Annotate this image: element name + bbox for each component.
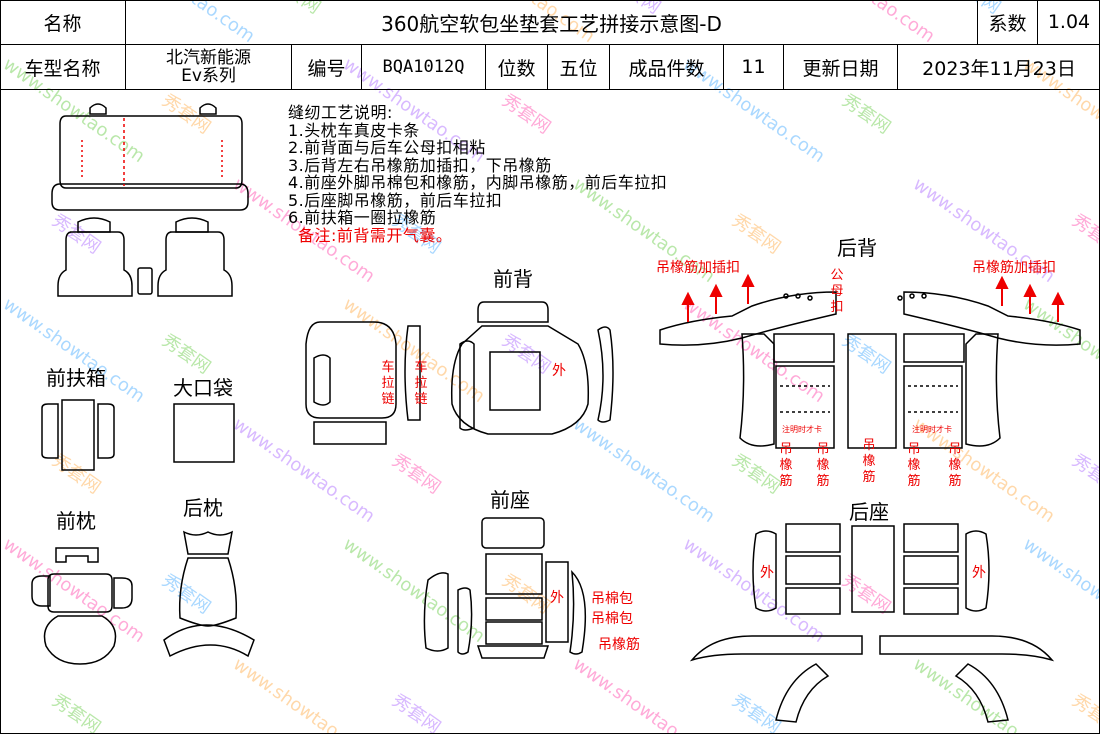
date-value: 2023年11月23日	[898, 45, 1100, 90]
annot-hang-rubber-2: 吊橡筋	[816, 442, 830, 489]
annot-hang-buckle-right: 吊橡筋加插扣	[972, 260, 1056, 276]
notes-title: 缝纫工艺说明:	[288, 103, 393, 122]
label-rear-seat: 后座	[849, 500, 889, 524]
annot-cotton-pack-1: 吊棉包	[591, 591, 633, 607]
front-seat-pieces	[423, 517, 587, 659]
annot-male-female-buckle: 公母扣	[830, 268, 844, 315]
front-back-pieces	[305, 301, 614, 445]
label-front-armrest: 前扶箱	[46, 366, 106, 390]
label-big-pocket: 大口袋	[173, 376, 233, 400]
pieces-label: 成品件数	[610, 45, 724, 90]
model-value: 北汽新能源 Ev系列	[126, 45, 292, 90]
front-pillow-pieces	[31, 547, 133, 665]
annot-outer-front-seat: 外	[550, 590, 564, 606]
model-label: 车型名称	[0, 45, 126, 90]
annot-car-zipper-1: 车拉链	[381, 360, 395, 407]
code-value: BQA1012Q	[362, 45, 486, 90]
code-label: 编号	[292, 45, 362, 90]
seats-label: 位数	[486, 45, 548, 90]
annot-outer-rear-seat-right: 外	[972, 565, 986, 581]
label-front-pillow: 前枕	[56, 509, 96, 533]
annot-cotton-pack-2: 吊棉包	[591, 611, 633, 627]
annot-outer-rear-seat-left: 外	[760, 565, 774, 581]
notes-remark: 备注:前背需开气囊。	[298, 225, 453, 245]
rear-back-pieces	[659, 291, 1081, 449]
name-label: 名称	[0, 0, 126, 45]
seats-value: 五位	[548, 45, 610, 90]
annot-hang-buckle-left: 吊橡筋加插扣	[656, 260, 740, 276]
front-armrest-pieces	[41, 399, 115, 471]
rear-seat-pieces	[689, 523, 1055, 723]
annot-hang-rubber-1: 吊橡筋	[779, 442, 793, 489]
label-front-seat: 前座	[490, 488, 530, 512]
label-rear-back: 后背	[837, 236, 877, 260]
big-pocket-piece	[173, 403, 235, 463]
annot-note-small-left: 注明时才卡	[782, 425, 822, 434]
model-value-line1: 北汽新能源	[166, 48, 251, 68]
coef-label: 系数	[978, 0, 1038, 45]
notes-item: 5.后座脚吊橡筋，前后车拉扣	[288, 190, 503, 210]
annot-hang-rubber-5: 吊橡筋	[948, 442, 962, 489]
date-label: 更新日期	[784, 45, 898, 90]
rear-seat-thumbnail	[51, 103, 249, 211]
pieces-value: 11	[724, 45, 784, 90]
header-table: 名称 360航空软包坐垫套工艺拼接示意图-D 系数 1.04 车型名称 北汽新能…	[0, 0, 1100, 90]
notes-item: 2.前背面与后车公母扣相粘	[288, 138, 486, 157]
annot-car-zipper-2: 车拉链	[414, 360, 428, 407]
model-value-line2: Ev系列	[181, 66, 236, 86]
notes-item: 4.前座外脚吊棉包和橡筋，内脚吊橡筋，前后车拉扣	[288, 173, 668, 192]
label-front-back: 前背	[493, 267, 533, 291]
annot-hang-rubber-4: 吊橡筋	[907, 442, 921, 489]
sewing-notes: 缝纫工艺说明: 1.头枕车真皮卡条 2.前背面与后车公母扣相粘 3.后背左右吊橡…	[288, 104, 667, 244]
coef-value: 1.04	[1038, 0, 1100, 45]
rear-pillow-pieces	[163, 530, 255, 658]
label-rear-pillow: 后枕	[183, 496, 223, 520]
annot-hang-rubber-3: 吊橡筋	[862, 438, 876, 485]
notes-item: 3.后背左右吊橡筋加插扣，下吊橡筋	[288, 155, 552, 175]
notes-item: 6.前扶箱一圈拉橡筋	[288, 208, 437, 227]
annot-note-small-right: 注明时才卡	[912, 425, 952, 434]
notes-item: 1.头枕车真皮卡条	[288, 120, 420, 140]
annot-outer-front-back: 外	[552, 363, 566, 379]
red-arrows	[681, 273, 1065, 322]
doc-title: 360航空软包坐垫套工艺拼接示意图-D	[126, 0, 978, 45]
annot-hang-rubber-front-seat: 吊橡筋	[598, 637, 640, 653]
front-seats-thumbnail	[57, 217, 233, 297]
